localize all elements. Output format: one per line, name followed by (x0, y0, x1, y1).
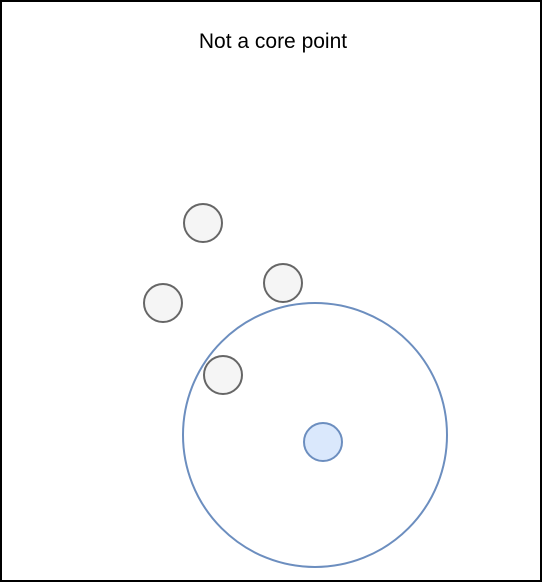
data-point-3 (263, 263, 303, 303)
data-point-2 (143, 283, 183, 323)
data-point-4 (203, 355, 243, 395)
neighborhood-radius-circle (182, 302, 448, 568)
candidate-point (303, 422, 343, 462)
diagram-title: Not a core point (198, 30, 348, 53)
data-point-1 (183, 203, 223, 243)
